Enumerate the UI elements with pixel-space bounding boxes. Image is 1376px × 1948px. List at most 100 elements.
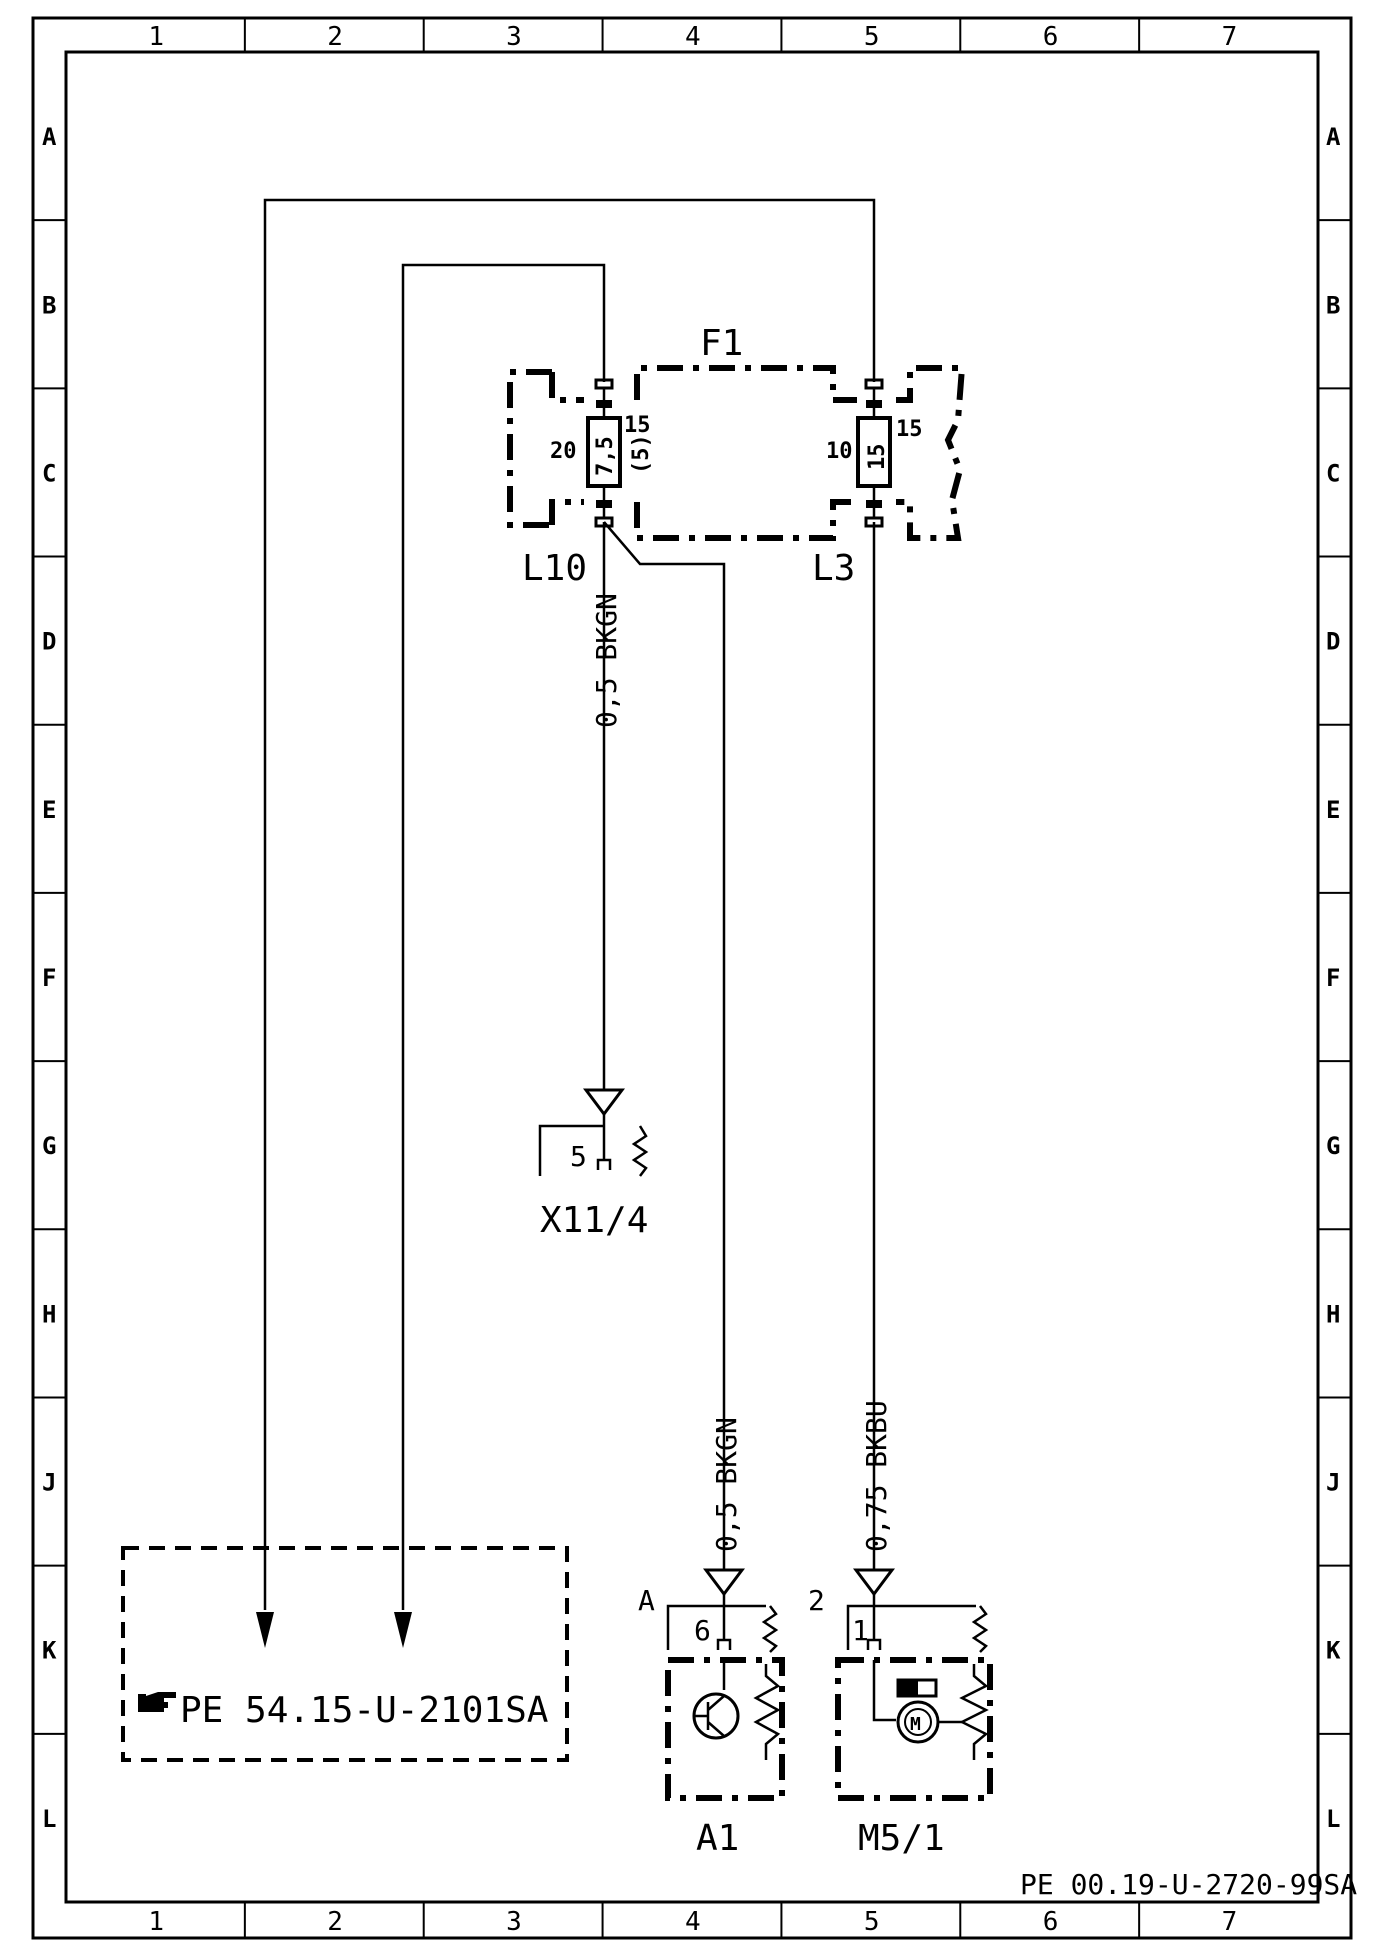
a1-pin-socket [716,1638,732,1650]
row-label-left: J [42,1469,56,1497]
a1-housing [665,1657,785,1801]
a1-label: A1 [696,1818,739,1859]
column-label-bottom: 2 [327,1907,343,1937]
row-label-left: E [42,796,56,824]
x11-spring-icon [631,1125,649,1177]
drawing-number: PE 00.19-U-2720-99SA [1020,1868,1357,1901]
inner-frame [64,50,1320,1904]
m5-housing [835,1657,993,1801]
a1-side-label: A [638,1584,655,1617]
m5-connector-spring-icon [971,1605,989,1653]
fuse-box-f1: F1 7,5 20 15 (5) L10 15 10 [507,323,966,589]
a1-pin: 6 [694,1614,711,1647]
row-label-right: L [1326,1805,1340,1833]
pointing-hand-icon [138,1692,176,1712]
fuse-housing-left [507,369,552,528]
fuse-housing-bottom [634,499,857,541]
a1-arrow-icon [703,1568,745,1597]
row-label-right: J [1326,1469,1340,1497]
a1-connector-housing [666,1604,766,1650]
fuse-l3-body [856,416,892,488]
fuse-l10-label: L10 [522,548,587,589]
component-m5: 2 1 M M5/1 [808,1568,993,1859]
row-label-left: G [42,1132,56,1160]
reference-text[interactable]: PE 54.15-U-2101SA [180,1690,549,1731]
x11-label: X11/4 [540,1200,648,1241]
column-label-top: 4 [685,22,701,52]
m5-pin: 1 [852,1614,869,1647]
column-label-bottom: 4 [685,1907,701,1937]
row-label-left: C [42,459,56,487]
fuse-box-label: F1 [700,323,743,364]
svg-text:M: M [910,1714,921,1735]
row-label-left: A [42,123,57,151]
column-label-top: 2 [327,22,343,52]
a1-resistor-icon [753,1664,781,1760]
row-label-left: D [42,628,56,656]
row-label-left: H [42,1300,56,1328]
column-label-top: 5 [864,22,880,52]
x11-pin: 5 [570,1140,587,1173]
row-label-right: A [1326,123,1341,151]
fuse-l10-terminal: 15 [624,413,651,438]
m5-arrow-icon [853,1568,895,1597]
row-label-left: L [42,1805,56,1833]
column-label-bottom: 6 [1043,1907,1059,1937]
row-label-right: H [1326,1300,1340,1328]
column-label-bottom: 5 [864,1907,880,1937]
wire-label-m5: 0,75 BKBU [860,1400,893,1552]
row-label-left: B [42,291,56,319]
x11-arrow-icon [583,1088,625,1117]
row-grid: A A B B C C D D E E F F G G H H J J K K L L [33,123,1351,1833]
fuse-housing-left-inner-bottom [549,499,584,525]
wire-l10-to-a1 [603,521,726,1570]
m5-resistor-icon [959,1664,989,1760]
fuse-l3-rating: 15 [865,444,890,471]
column-label-bottom: 3 [506,1907,522,1937]
fuse-housing-left-inner-top [549,372,584,403]
m5-pin-socket [866,1638,882,1650]
row-label-right: E [1326,796,1340,824]
reference-box: PE 54.15-U-2101SA [121,1546,569,1762]
wire-l10-to-reference [401,263,606,1610]
fuse-housing-right [896,365,966,541]
m5-side-label: 2 [808,1584,825,1617]
fuse-l3-label: L3 [812,548,855,589]
fuse-l3-number: 10 [826,439,853,464]
column-label-top: 6 [1043,22,1059,52]
row-label-right: B [1326,291,1340,319]
column-label-top: 3 [506,22,522,52]
column-label-bottom: 1 [148,1907,164,1937]
fuse-l3-terminal: 15 [896,417,923,442]
component-a1: A 6 A1 [638,1568,785,1859]
arrow-reference-right [394,1612,412,1648]
wire-label-x11: 0,5 BKGN [590,593,623,728]
fuse-housing-top [634,365,857,403]
row-label-right: K [1326,1637,1341,1665]
column-label-top: 7 [1222,22,1238,52]
fuse-l10-rating: 7,5 [593,436,618,476]
wire-l3-to-reference [263,198,876,1610]
fuse-l3: 15 10 15 L3 [812,378,923,589]
x11-pin-socket [596,1158,612,1170]
connector-x11: 5 X11/4 [538,1088,649,1241]
arrow-reference-left [256,1612,274,1648]
row-label-right: F [1326,964,1340,992]
outer-frame [31,16,1353,1940]
wire-label-a1: 0,5 BKGN [710,1417,743,1552]
a1-connector-spring-icon [761,1605,779,1653]
reference-box-border [121,1546,569,1762]
fuse-l10-number: 20 [550,439,577,464]
row-label-left: F [42,964,56,992]
x11-housing [538,1124,604,1176]
m5-connector-housing [846,1604,976,1650]
fuse-l10-alt-terminal: (5) [629,434,654,474]
m5-label: M5/1 [858,1818,945,1859]
row-label-right: C [1326,459,1340,487]
row-label-left: K [42,1637,57,1665]
row-label-right: G [1326,1132,1340,1160]
column-label-bottom: 7 [1222,1907,1238,1937]
row-label-right: D [1326,628,1340,656]
